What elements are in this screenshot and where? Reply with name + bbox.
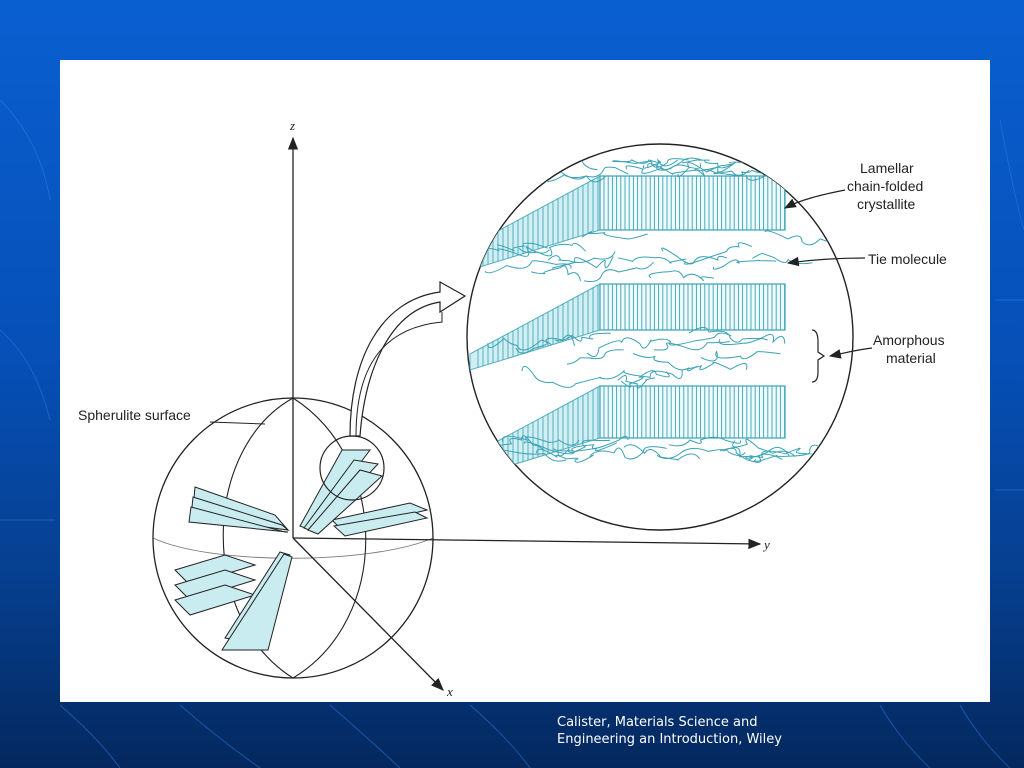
amorphous-chain bbox=[482, 164, 556, 178]
sphere-equator bbox=[152, 537, 434, 559]
amorphous-chain bbox=[754, 444, 829, 462]
tie-molecule-pointer bbox=[786, 256, 866, 267]
magnify-arrow bbox=[349, 280, 467, 437]
amorphous-chain bbox=[642, 162, 702, 171]
y-axis-label: y bbox=[762, 537, 770, 552]
amorphous-chain bbox=[479, 245, 550, 257]
amorphous-chain bbox=[484, 260, 572, 274]
amorphous-chain bbox=[583, 261, 654, 283]
z-axis-label: z bbox=[289, 118, 295, 133]
amorphous-chain bbox=[648, 270, 715, 282]
amorphous-chain bbox=[732, 438, 796, 457]
amorphous-pointer bbox=[828, 347, 873, 359]
lamellar-pointer bbox=[783, 189, 846, 209]
caption-line-1: Calister, Materials Science and bbox=[557, 715, 758, 730]
amorphous-chain bbox=[554, 332, 611, 342]
lamella-stack-upper bbox=[299, 449, 384, 535]
amorphous-chain bbox=[557, 439, 611, 457]
diagram-panel: z y x bbox=[60, 60, 990, 702]
amorphous-chain bbox=[688, 326, 768, 343]
x-axis-label: x bbox=[446, 684, 453, 699]
citation-caption: Calister, Materials Science and Engineer… bbox=[557, 714, 857, 748]
amorphous-chain bbox=[649, 332, 732, 346]
lamella-stack-left bbox=[188, 486, 290, 533]
amorphous-chain bbox=[684, 242, 753, 265]
lamellar-label-line2: chain-folded bbox=[847, 178, 923, 194]
amorphous-chain bbox=[620, 370, 670, 388]
amorphous-chain bbox=[668, 436, 742, 447]
amorphous-chain bbox=[623, 444, 701, 461]
amorphous-chain bbox=[598, 370, 683, 380]
magnify-arrow-inner bbox=[355, 312, 443, 437]
amorphous-chain bbox=[589, 446, 667, 460]
amorphous-chain bbox=[521, 365, 602, 388]
amorphous-label-line1: Amorphous bbox=[873, 332, 945, 348]
amorphous-chain bbox=[536, 448, 594, 463]
amorphous-chain bbox=[749, 447, 812, 459]
amorphous-chain bbox=[683, 361, 748, 371]
amorphous-chain bbox=[560, 166, 629, 180]
caption-line-2: Engineering an Introduction, Wiley bbox=[557, 732, 782, 747]
x-axis bbox=[292, 537, 444, 691]
lamella-stack-lower-left bbox=[174, 554, 257, 616]
amorphous-chain bbox=[656, 447, 746, 460]
amorphous-chain bbox=[523, 441, 618, 455]
lamellar-label-line3: crystallite bbox=[857, 196, 916, 212]
amorphous-label-line2: material bbox=[886, 350, 936, 366]
amorphous-label: Amorphous material bbox=[873, 332, 945, 366]
amorphous-chain bbox=[677, 162, 733, 178]
amorphous-chain bbox=[586, 337, 652, 358]
amorphous-chain bbox=[530, 265, 581, 282]
amorphous-chain bbox=[581, 231, 648, 240]
amorphous-chain bbox=[617, 256, 687, 264]
amorphous-chain bbox=[713, 259, 777, 270]
amorphous-chain bbox=[719, 447, 790, 460]
amorphous-chain bbox=[566, 349, 624, 365]
lamellar-label-line1: Lamellar bbox=[860, 160, 914, 176]
amorphous-chain bbox=[551, 256, 614, 269]
amorphous-chain bbox=[682, 159, 737, 169]
magnified-view-content bbox=[469, 154, 844, 479]
spherulite-surface-pointer bbox=[209, 421, 266, 425]
amorphous-chain bbox=[496, 242, 548, 252]
amorphous-chain bbox=[617, 374, 655, 389]
y-axis bbox=[292, 537, 762, 550]
lamella-stack-right bbox=[330, 502, 429, 537]
spherulite-diagram: z y x bbox=[78, 118, 947, 699]
tie-molecule-label: Tie molecule bbox=[868, 251, 947, 267]
amorphous-chain bbox=[718, 333, 786, 346]
lamella-stack-lower bbox=[221, 551, 293, 651]
amorphous-chain bbox=[553, 435, 629, 452]
amorphous-chain bbox=[518, 242, 586, 257]
lamellar-label: Lamellar chain-folded crystallite bbox=[847, 160, 923, 212]
amorphous-chain bbox=[749, 156, 816, 164]
amorphous-chain bbox=[487, 337, 552, 351]
spherulite-surface-label: Spherulite surface bbox=[78, 407, 191, 423]
amorphous-chain bbox=[501, 435, 580, 446]
amorphous-chain bbox=[612, 158, 679, 167]
amorphous-chain bbox=[653, 341, 730, 351]
amorphous-bracket bbox=[811, 329, 826, 383]
amorphous-chain bbox=[716, 169, 770, 176]
amorphous-chain bbox=[632, 353, 698, 372]
amorphous-chain bbox=[515, 334, 575, 354]
amorphous-chain bbox=[700, 350, 781, 362]
sphere-meridian-right bbox=[292, 397, 367, 679]
amorphous-chain bbox=[547, 251, 616, 264]
